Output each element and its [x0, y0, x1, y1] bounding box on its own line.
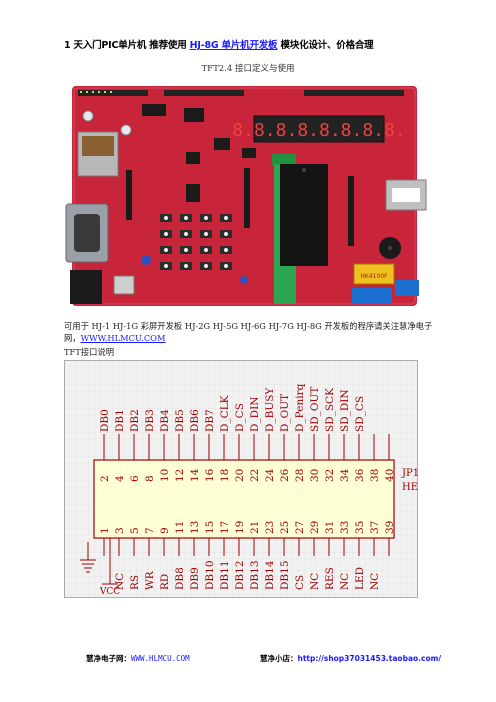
vcc-label: VCC	[99, 587, 120, 597]
pin-number-odd: 25	[279, 521, 291, 534]
top-signal-label: SD_CS	[354, 396, 366, 432]
pin-number-odd: 23	[264, 521, 276, 534]
pin-number-odd: 15	[204, 521, 216, 534]
pin-number-odd: 21	[249, 521, 261, 534]
bottom-signal-label: NC	[369, 573, 381, 590]
pin-number-even: 38	[369, 469, 381, 482]
footer-left: 慧净电子网：WWW.HLMCU.COM	[86, 653, 190, 664]
bottom-signal-label: DB15	[279, 561, 291, 591]
bottom-signal-label: WR	[144, 570, 156, 590]
bottom-signal-label: CS	[294, 575, 306, 590]
pin-number-even: 30	[309, 469, 321, 482]
bottom-signal-label: RES	[324, 567, 336, 590]
bottom-signal-label: DB14	[264, 560, 276, 590]
pin-number-even: 6	[129, 475, 141, 482]
pin-number-even: 24	[264, 468, 276, 482]
pin-number-odd: 13	[189, 521, 201, 534]
bottom-signal-label: DB8	[174, 567, 186, 590]
header-prefix: 1 天入门PIC单片机 推荐使用	[64, 40, 190, 51]
pin-number-even: 36	[354, 468, 366, 482]
bottom-signal-label: NC	[114, 573, 126, 590]
pin-number-odd: 19	[234, 521, 246, 534]
pin-number-odd: 5	[129, 527, 141, 534]
top-signal-label: DB1	[114, 409, 126, 432]
page-header: 1 天入门PIC单片机 推荐使用 HJ-8G 单片机开发板 模块化设计、价格合理	[64, 37, 444, 51]
footer-right-label: 慧净小店：	[260, 654, 298, 663]
tft-section-title: TFT接口说明	[64, 347, 115, 357]
top-signal-label: DB4	[159, 409, 171, 432]
bottom-signal-label: NC	[339, 573, 351, 590]
pin-number-odd: 7	[144, 527, 156, 534]
pin-number-even: 40	[384, 469, 396, 482]
page-subtitle: TFT2.4 接口定义与使用	[201, 64, 295, 74]
pin-number-odd: 35	[354, 521, 366, 534]
pin-number-even: 28	[294, 469, 306, 482]
pin-number-even: 8	[144, 475, 156, 482]
pin-number-even: 12	[174, 469, 186, 482]
dev-board-photo: 8.8.8.8.8.8.8.8. HK4100F	[64, 80, 429, 312]
footer-right: 慧净小店：http://shop37031453.taobao.com/	[260, 653, 441, 664]
top-signal-label: D_Penirq	[294, 383, 306, 432]
pin-number-odd: 37	[369, 521, 381, 534]
pin-number-even: 22	[249, 469, 261, 482]
pin-number-even: 18	[219, 469, 231, 482]
top-signal-label: SD_SCK	[324, 388, 336, 432]
website-link[interactable]: WWW.HLMCU.COM	[80, 333, 166, 343]
relay-label: HK4100F	[360, 273, 388, 280]
top-signal-label: DB2	[129, 409, 141, 432]
top-signal-label: D_BUSY	[264, 387, 276, 432]
bottom-signal-label: DB13	[249, 561, 261, 591]
top-signal-label: D_OUT	[279, 394, 291, 432]
bottom-signal-label: DB9	[189, 567, 201, 590]
pin-number-odd: 9	[159, 527, 171, 534]
top-signal-label: DB5	[174, 409, 186, 432]
top-signal-label: D_CLK	[219, 395, 231, 432]
pin-number-even: 16	[204, 468, 216, 482]
pin-number-even: 10	[159, 469, 171, 482]
bottom-signal-label: NC	[309, 573, 321, 590]
pin-number-odd: 1	[99, 527, 111, 534]
top-signal-label: D_CS	[234, 403, 246, 432]
pin-number-odd: 17	[219, 521, 231, 534]
bottom-signal-label: DB10	[204, 561, 216, 591]
seven-seg-digits: 8.8.8.8.8.8.8.8.	[232, 120, 405, 141]
pin-number-even: 2	[99, 475, 111, 482]
pin-number-odd: 27	[294, 521, 306, 534]
pin-number-odd: 31	[324, 521, 336, 534]
footer-left-url[interactable]: WWW.HLMCU.COM	[131, 654, 190, 663]
top-signal-label: SD_DIN	[339, 389, 351, 432]
footer-left-label: 慧净电子网：	[86, 654, 131, 663]
pin-number-odd: 39	[384, 521, 396, 534]
footer-right-url[interactable]: http://shop37031453.taobao.com/	[297, 654, 442, 663]
pin-number-even: 4	[114, 475, 126, 482]
connector-label-1: JP1	[401, 468, 418, 479]
bottom-signal-label: RS	[129, 575, 141, 590]
pin-number-even: 34	[339, 468, 351, 482]
top-signal-label: DB6	[189, 409, 201, 432]
top-signal-label: SD_OUT	[309, 387, 321, 432]
top-signal-label: DB3	[144, 409, 156, 432]
bottom-signal-label: DB11	[219, 561, 231, 591]
description-text: 可用于 HJ-1 HJ-1G 彩屏开发板 HJ-2G HJ-5G HJ-6G H…	[64, 321, 433, 343]
pin-number-odd: 33	[339, 521, 351, 534]
bottom-signal-label: LED	[354, 567, 366, 590]
bottom-signal-label: DB12	[234, 561, 246, 591]
board-description: 可用于 HJ-1 HJ-1G 彩屏开发板 HJ-2G HJ-5G HJ-6G H…	[64, 320, 434, 344]
pin-number-even: 20	[234, 469, 246, 482]
top-signal-label: DB7	[204, 409, 216, 432]
pin-number-odd: 29	[309, 521, 321, 534]
pin-number-odd: 3	[114, 527, 126, 534]
board-link[interactable]: HJ-8G 单片机开发板	[189, 40, 278, 51]
pin-number-even: 26	[279, 468, 291, 482]
top-signal-label: DB0	[99, 409, 111, 432]
top-signal-label: D_DIN	[249, 397, 261, 432]
pin-number-even: 14	[189, 468, 201, 482]
bottom-signal-label: RD	[159, 574, 171, 590]
connector-body	[93, 459, 395, 539]
header-suffix: 模块化设计、价格合理	[277, 40, 374, 51]
connector-label-2: HE	[402, 482, 418, 493]
tft-pinout-diagram: VCC JP1 HE DB021DB143NCDB265RSDB387WRDB4…	[64, 360, 418, 598]
pin-number-odd: 11	[174, 521, 186, 534]
pin-number-even: 32	[324, 469, 336, 482]
